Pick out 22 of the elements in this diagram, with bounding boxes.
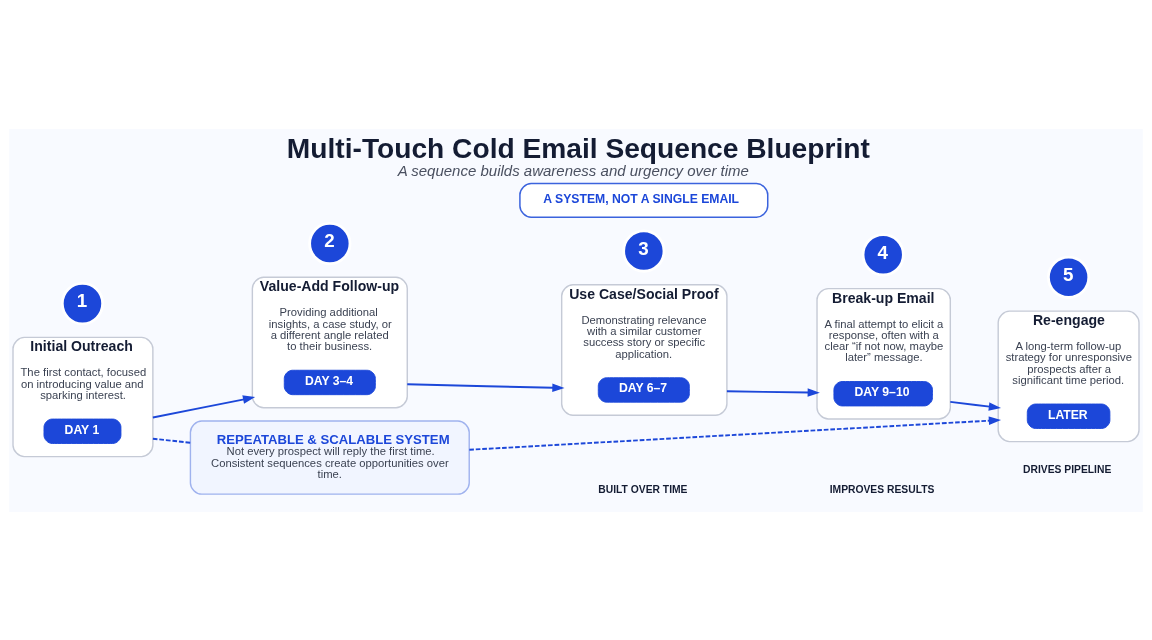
arrow [406,382,565,392]
node-circle: 4 [861,232,905,276]
label: DRIVES PIPELINE [1023,463,1112,475]
label: BUILT OVER TIME [598,483,688,495]
label: IMPROVES RESULTS [829,483,935,495]
node-circle: 2 [308,221,352,265]
arrow [151,394,256,418]
node-circle: 1 [60,281,105,325]
arrow [468,415,1002,451]
node-box: REPEATABLE & SCALABLE SYSTEM Not every prospect will reply the first time. Consistent sequences create opportunities over time. [189,419,470,495]
arrow [949,400,1001,411]
arrow [725,387,820,397]
node-box: DAY 6–7 [597,376,690,403]
node-box: A SYSTEM, NOT A SINGLE EMAIL [519,182,769,218]
diagram-title: Multi-Touch Cold Email Sequence Blueprint [286,132,870,164]
node-box: DAY 9–10 [833,380,933,406]
node-box: DAY 3–4 [283,369,376,395]
node-box: DAY 1 [43,418,122,444]
node-circle: 5 [1047,255,1091,299]
node-box: LATER [1026,403,1111,429]
connector [151,437,192,444]
node-circle: 3 [622,228,666,273]
